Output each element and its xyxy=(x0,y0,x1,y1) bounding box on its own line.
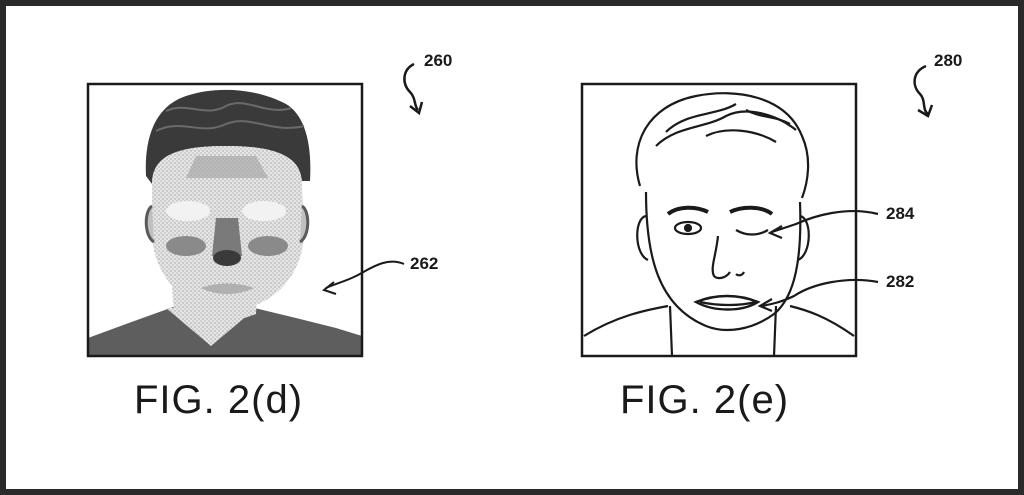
line-drawing-face xyxy=(583,92,855,357)
figure-2e xyxy=(580,64,934,358)
ref-number-284: 284 xyxy=(886,204,915,223)
stippled-face-image xyxy=(88,84,362,356)
patent-figure-sheet: 260 262 xyxy=(6,6,1018,489)
ref-number-260: 260 xyxy=(424,51,452,70)
ref-arrow-280 xyxy=(913,64,929,116)
ref-arrow-260 xyxy=(403,62,419,111)
leader-line-284 xyxy=(771,210,879,234)
figure-artwork: 260 262 xyxy=(86,51,962,358)
figure-2e-border xyxy=(580,82,858,358)
ref-number-262: 262 xyxy=(410,254,438,273)
figure-2d: 260 262 xyxy=(86,51,452,358)
figure-2d-border xyxy=(86,82,364,358)
leader-line-262 xyxy=(325,260,405,289)
figure-2d-caption: FIG. 2(d) xyxy=(134,378,304,422)
ref-number-282: 282 xyxy=(886,272,914,291)
ref-number-280: 280 xyxy=(934,51,962,70)
leader-line-282 xyxy=(761,278,879,308)
figure-2e-caption: FIG. 2(e) xyxy=(620,378,790,422)
